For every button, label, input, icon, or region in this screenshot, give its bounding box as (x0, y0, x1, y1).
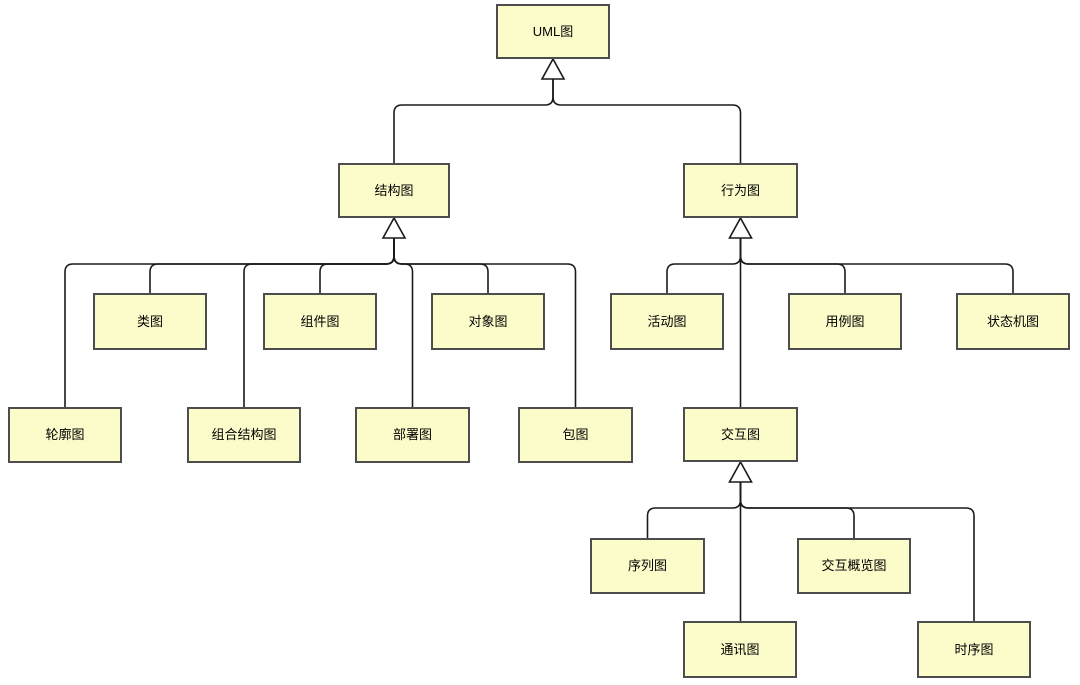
edge-statemachine-to-behavior (739, 238, 1014, 293)
node-label: 用例图 (825, 313, 865, 329)
edge-overview-to-interaction (739, 482, 855, 538)
diagram-node-timing: 时序图 (917, 621, 1031, 678)
generalization-arrow-icon (728, 460, 753, 483)
node-label: 组合结构图 (211, 427, 277, 443)
diagram-node-class: 类图 (93, 293, 207, 350)
diagram-node-interaction: 交互图 (683, 407, 798, 462)
node-label: 活动图 (647, 313, 687, 329)
diagram-node-activity: 活动图 (610, 293, 724, 350)
generalization-arrow-icon (381, 216, 407, 239)
edge-behavior-to-uml (552, 79, 742, 163)
node-label: 结构图 (374, 182, 414, 198)
diagram-node-statemachine: 状态机图 (956, 293, 1070, 350)
diagram-node-composite: 组合结构图 (187, 407, 301, 463)
node-label: 轮廓图 (45, 427, 85, 443)
edge-component-to-structure (319, 238, 395, 293)
node-label: 组件图 (300, 313, 340, 329)
diagram-node-usecase: 用例图 (788, 293, 902, 350)
node-label: 状态机图 (986, 313, 1039, 329)
node-label: 通讯图 (720, 641, 760, 657)
diagram-node-communication: 通讯图 (683, 621, 797, 678)
diagram-node-object: 对象图 (431, 293, 545, 350)
node-label: 对象图 (468, 313, 508, 329)
node-label: 行为图 (720, 182, 760, 198)
diagram-node-profile: 轮廓图 (8, 407, 122, 463)
node-label: 时序图 (954, 641, 994, 657)
generalization-arrow-icon (540, 57, 566, 80)
edge-class-to-structure (149, 238, 395, 293)
node-label: 交互图 (720, 426, 760, 442)
node-label: 部署图 (392, 427, 432, 443)
diagram-node-sequence: 序列图 (590, 538, 705, 594)
node-label: 交互概览图 (821, 558, 887, 574)
generalization-arrow-icon (728, 216, 753, 239)
node-label: 序列图 (627, 558, 667, 574)
edge-structure-to-uml (393, 79, 554, 163)
edge-composite-to-structure (243, 238, 395, 407)
edge-activity-to-behavior (666, 238, 742, 293)
edge-sequence-to-interaction (646, 482, 742, 538)
diagram-node-overview: 交互概览图 (797, 538, 911, 594)
diagram-node-deployment: 部署图 (355, 407, 470, 463)
diagram-node-behavior: 行为图 (683, 163, 798, 218)
diagram-node-component: 组件图 (263, 293, 377, 350)
node-label: 类图 (136, 313, 163, 329)
edge-object-to-structure (393, 238, 489, 293)
diagram-node-package: 包图 (518, 407, 633, 463)
diagram-node-uml: UML图 (496, 4, 610, 59)
edge-usecase-to-behavior (739, 238, 846, 293)
edge-package-to-structure (393, 238, 577, 407)
edge-timing-to-interaction (739, 482, 975, 621)
node-label: UML图 (532, 23, 574, 39)
diagram-node-structure: 结构图 (338, 163, 450, 218)
node-label: 包图 (562, 427, 589, 443)
